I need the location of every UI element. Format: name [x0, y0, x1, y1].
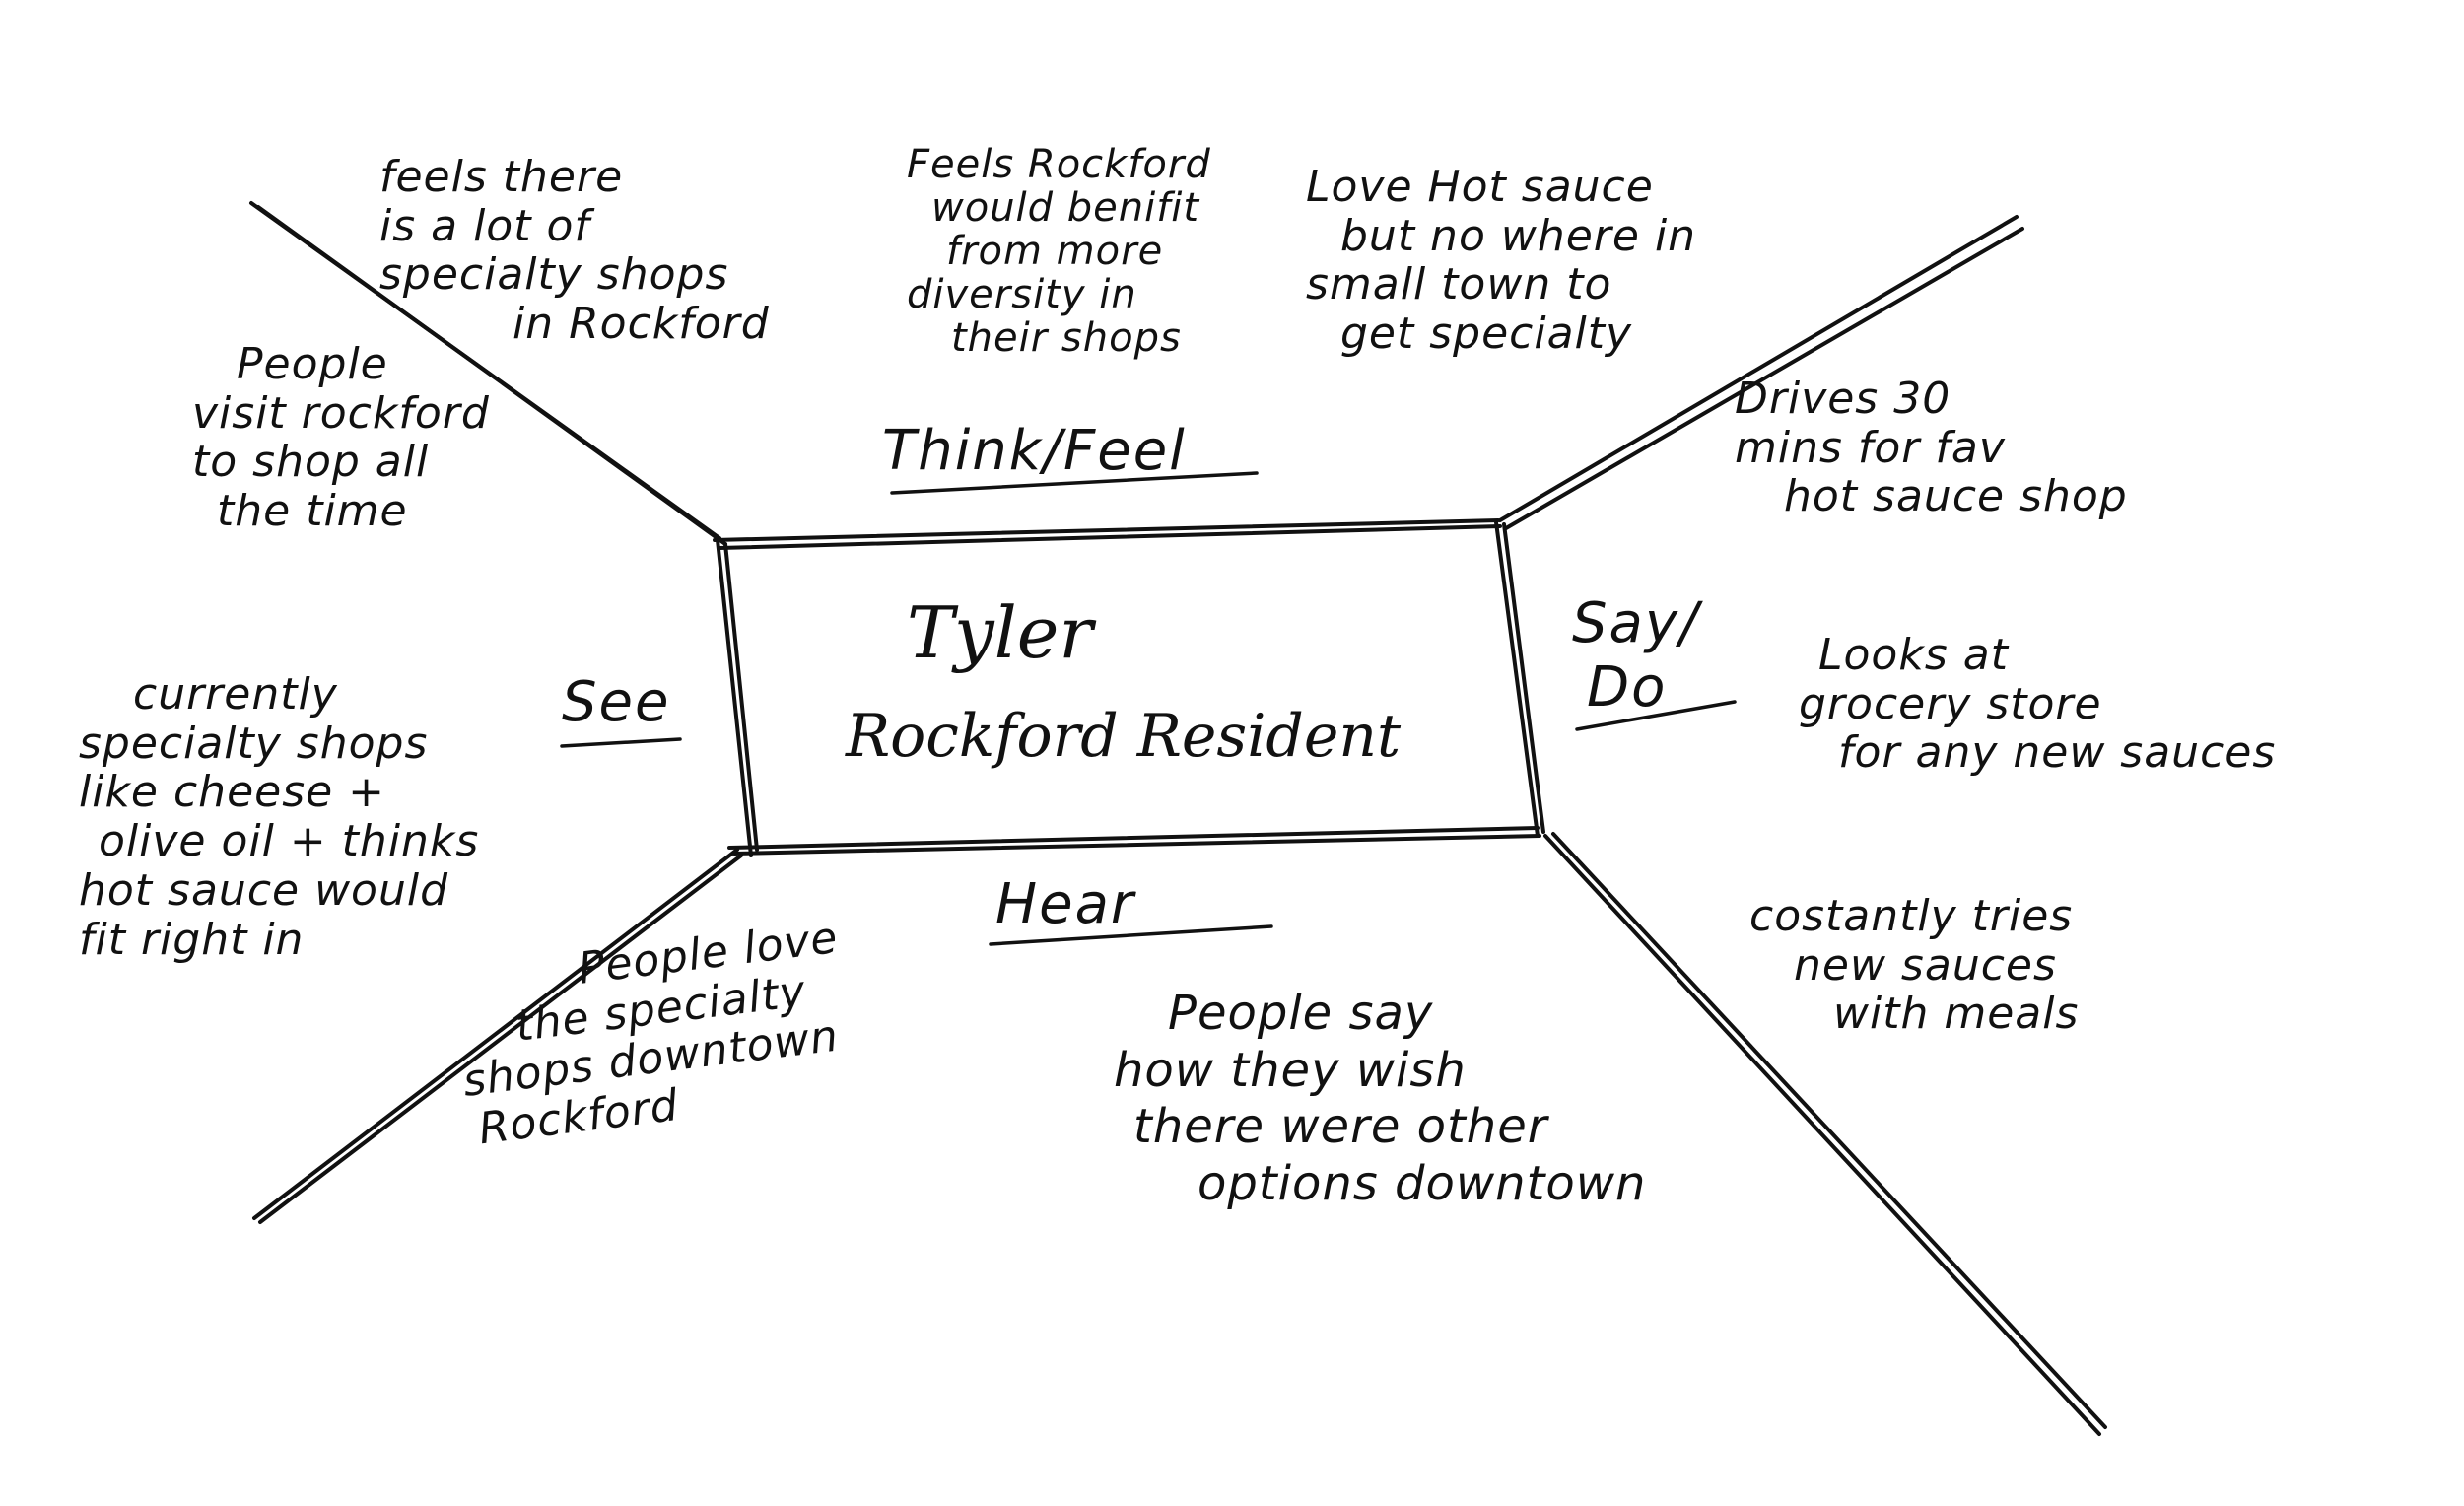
note-line: People say	[1168, 986, 1434, 1041]
note-line: Feels Rockford	[907, 142, 1211, 187]
note-line: there were other	[1133, 1099, 1548, 1155]
note-line: hot sauce would	[79, 864, 449, 916]
note-think-feel-2: Feels Rockford would benifit from more d…	[907, 143, 1211, 360]
persona-role: Rockford Resident	[846, 702, 1402, 771]
note-line: the time	[217, 486, 408, 537]
note-line: feels there	[379, 152, 624, 202]
note-line: their shops	[951, 315, 1182, 361]
note-line: options downtown	[1198, 1155, 1647, 1211]
label-see: See	[562, 670, 671, 734]
note-line: get specialty	[1340, 308, 1633, 360]
note-line: olive oil + thinks	[99, 816, 480, 867]
note-line: Looks at	[1818, 630, 2009, 680]
note-line: how they wish	[1114, 1042, 1467, 1098]
label-think-feel: Think/Feel	[882, 419, 1187, 483]
note-say-do-2: Looks at grocery store for any new sauce…	[1799, 631, 2276, 778]
note-line: grocery store	[1799, 678, 2102, 729]
note-line: visit rockford	[192, 387, 490, 439]
note-line: currently	[133, 669, 338, 719]
note-see-1: People visit rockford to shop all the ti…	[192, 340, 490, 536]
note-think-feel-1: feels there is a lot of specialty shops …	[379, 153, 770, 349]
note-line: in Rockford	[513, 299, 770, 350]
note-line: for any new sauces	[1838, 727, 2277, 779]
note-line: small town to	[1306, 259, 1612, 310]
corner-lines	[249, 201, 2107, 1436]
note-line: hot sauce shop	[1784, 471, 2128, 522]
note-line: Love Hot sauce	[1306, 162, 1654, 212]
label-underlines	[560, 471, 1737, 946]
note-line: mins for fav	[1735, 422, 2006, 473]
note-hear-2: People say how they wish there were othe…	[1114, 986, 1646, 1212]
note-line: like cheese +	[79, 767, 386, 818]
note-line: costantly tries	[1749, 891, 2074, 941]
note-think-feel-3: Love Hot sauce but no where in small tow…	[1306, 163, 1696, 359]
note-line: fit right in	[79, 914, 305, 965]
note-line: with meals	[1833, 989, 2080, 1040]
note-line: would benifit	[931, 185, 1200, 231]
note-say-do-3: costantly tries new sauces with meals	[1749, 892, 2079, 1039]
note-line: People	[237, 339, 388, 389]
note-line: from more	[946, 229, 1164, 274]
note-line: new sauces	[1794, 939, 2057, 991]
note-line: diversity in	[907, 272, 1137, 317]
note-line: Drives 30	[1735, 374, 1951, 424]
note-line: but no where in	[1340, 210, 1697, 261]
label-say-do-line2: Do	[1587, 655, 1668, 719]
note-line: to shop all	[192, 437, 430, 488]
center-box	[713, 518, 1545, 857]
persona-name: Tyler	[907, 591, 1093, 674]
note-line: is a lot of	[379, 200, 590, 251]
note-see-2: currently specialty shops like cheese + …	[79, 670, 479, 964]
note-line: specialty shops	[79, 718, 429, 769]
label-hear: Hear	[995, 872, 1135, 936]
note-line: specialty shops	[379, 249, 729, 301]
label-say-do-line1: Say/	[1572, 591, 1700, 655]
note-say-do-1: Drives 30 mins for fav hot sauce shop	[1735, 375, 2128, 521]
